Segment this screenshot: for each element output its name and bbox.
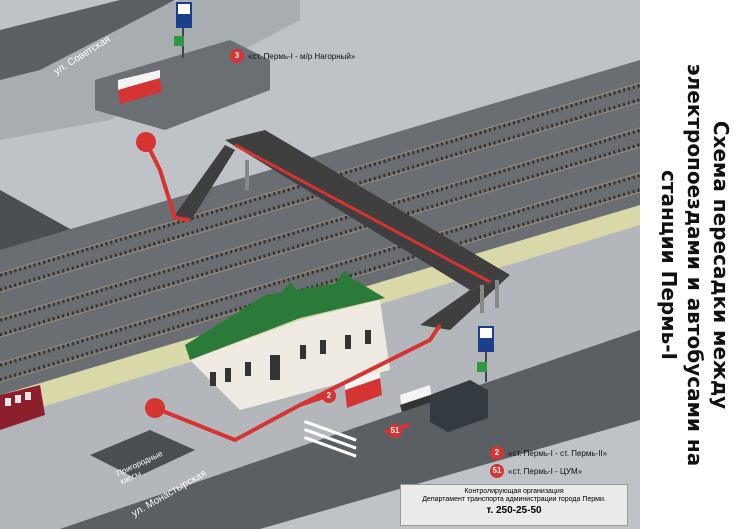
bus-icon bbox=[118, 70, 162, 104]
bus-stop-sign-icon bbox=[174, 2, 192, 58]
route-2-callout: 2 «ст. Пермь-I - ст. Пермь-II» bbox=[490, 446, 607, 460]
route-label: «ст. Пермь-I - м/р Нагорный» bbox=[248, 51, 356, 61]
info-line-1: Контролирующая организация bbox=[464, 488, 564, 495]
crosswalk bbox=[303, 420, 357, 458]
electric-train bbox=[0, 385, 45, 430]
stop-marker-route-2: 2 bbox=[322, 389, 340, 403]
bus-parking-area bbox=[95, 40, 270, 130]
bus-stop-sign-icon bbox=[477, 326, 494, 382]
route-badge: 51 bbox=[490, 464, 504, 478]
station-building bbox=[185, 270, 390, 410]
route-3-callout: 3 «ст. Пермь-I - м/р Нагорный» bbox=[230, 49, 355, 63]
route-label: «ст. Пермь-I - ЦУМ» bbox=[508, 466, 583, 476]
info-phone: т. 250-25-50 bbox=[486, 505, 542, 516]
bus-icon bbox=[400, 385, 432, 412]
ticket-office-block bbox=[90, 430, 195, 478]
route-51-callout: 51 «ст. Пермь-I - ЦУМ» bbox=[490, 464, 582, 478]
bus-shelter bbox=[430, 380, 488, 432]
route-badge: 2 bbox=[322, 389, 336, 403]
sovetskaya-road bbox=[0, 0, 175, 80]
route-start-marker bbox=[136, 132, 156, 152]
route-start-marker bbox=[145, 398, 165, 418]
route-badge: 51 bbox=[388, 424, 402, 438]
route-badge: 3 bbox=[230, 49, 244, 63]
contact-info-box: Контролирующая организация Департамент т… bbox=[400, 484, 628, 526]
monastyrskaya-road bbox=[60, 330, 640, 529]
route-label: «ст. Пермь-I - ст. Пермь-II» bbox=[508, 448, 608, 458]
route-badge: 2 bbox=[490, 446, 504, 460]
footbridge bbox=[175, 130, 510, 330]
bus-icon bbox=[345, 372, 382, 408]
info-line-2: Департамент транспорта администрации гор… bbox=[422, 496, 606, 503]
railway-tracks bbox=[0, 83, 641, 382]
stop-marker-route-51: 51 bbox=[388, 424, 406, 438]
title-panel bbox=[640, 0, 750, 529]
page-title: Схема пересадки между электропоездами и … bbox=[657, 63, 733, 467]
